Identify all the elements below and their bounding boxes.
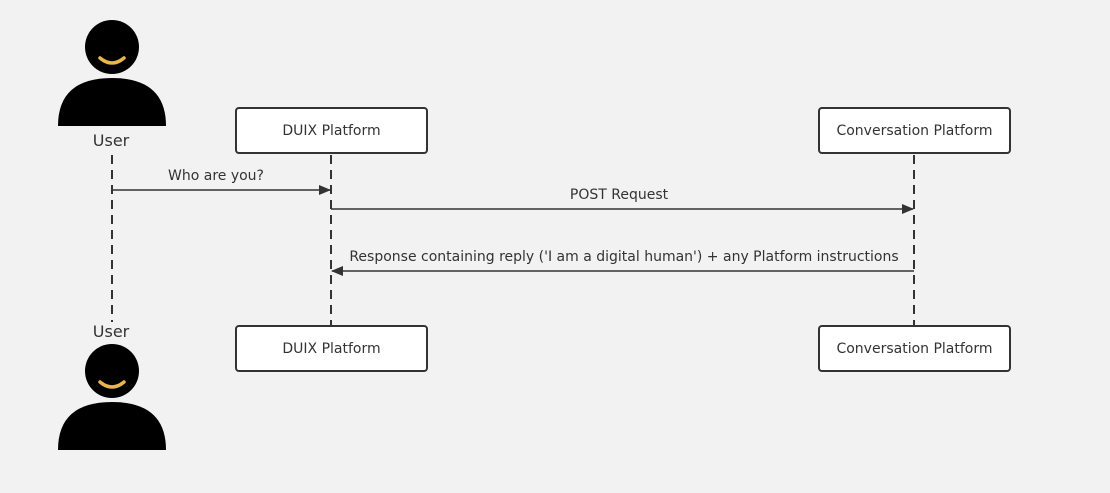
message-label-response: Response containing reply ('I am a digit…	[349, 249, 899, 265]
user-label-bottom: User	[92, 322, 130, 341]
conversation-platform-box-top: Conversation Platform	[818, 107, 1011, 154]
user-actor-icon-bottom	[58, 344, 166, 450]
message-label-post-request: POST Request	[569, 187, 669, 203]
message-label-who-are-you: Who are you?	[168, 168, 264, 184]
user-actor-icon-top	[58, 20, 166, 126]
duix-platform-box-top: DUIX Platform	[235, 107, 428, 154]
user-label-top: User	[92, 131, 130, 150]
duix-platform-box-bottom: DUIX Platform	[235, 325, 428, 372]
conversation-platform-box-bottom: Conversation Platform	[818, 325, 1011, 372]
